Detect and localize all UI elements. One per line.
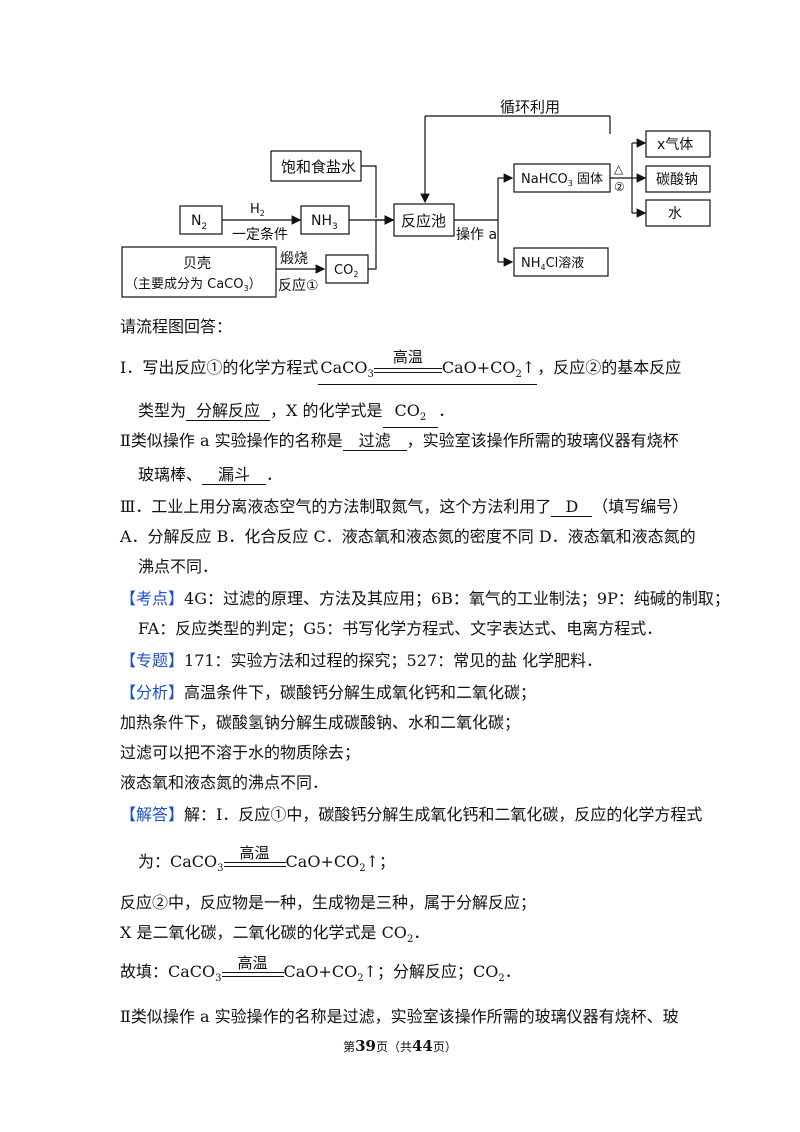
q2-answer: 过滤 (342, 432, 407, 451)
q3-answer: D (551, 498, 593, 517)
reactor-label: 反应池 (401, 212, 446, 230)
jieda-line-1: 【解答】解：Ⅰ．反应①中，碳酸钙分解生成氧化钙和二氧化碳，反应的化学方程式 (120, 805, 703, 824)
process-flowchart: 循环利用 饱和食盐水 N2 H2 一定条件 NH3 反应池 操作 a NaHCO… (121, 98, 711, 298)
q1b-answer-type: 分解反应 (186, 402, 271, 421)
q1b-answer-formula: CO2 (382, 402, 439, 429)
nahco3-label: NaHCO3 固体 (521, 172, 603, 188)
heat-symbol: △ (614, 162, 624, 176)
high-temp-equals-2: 高温 (223, 844, 286, 867)
options-line-1: A．分解反应 B．化合反应 C．液态氧和液态氮的密度不同 D．液态氧和液态氮的 (120, 527, 696, 546)
soda-box (645, 165, 711, 193)
high-temp-equals: 高温 (373, 348, 442, 373)
nh4cl-label: NH4Cl溶液 (521, 256, 584, 272)
brine-line (361, 165, 377, 218)
reactor-box (393, 203, 455, 237)
jieda-line-4: X 是二氧化碳，二氧化碳的化学式是 CO2． (120, 923, 430, 946)
shell-title: 贝壳 (183, 255, 211, 272)
xgas-label: x气体 (657, 137, 693, 153)
last-line: Ⅱ类似操作 a 实验操作的名称是过滤，实验室该操作所需的玻璃仪器有烧杯、玻 (120, 1007, 679, 1026)
question-2-line: Ⅱ类似操作 a 实验操作的名称是过滤，实验室该操作所需的玻璃仪器有烧杯 (120, 431, 679, 451)
options-line-2: 沸点不同． (138, 557, 219, 576)
co2-box (325, 254, 369, 284)
shell-box (121, 246, 277, 298)
jieda-line-3: 反应②中，反应物是一种，生成物是三种，属于分解反应； (120, 893, 537, 912)
zhuanti-tag: 【专题】 (120, 651, 185, 670)
nh3-label: NH3 (311, 213, 338, 232)
zhuanti-line: 【专题】171：实验方法和过程的探究；527：常见的盐 化学肥料． (120, 651, 603, 670)
co2-label: CO2 (334, 263, 358, 279)
prompt-line: 请流程图回答： (120, 317, 233, 336)
kaodian-line-2: FA：反应类型的判定；G5：书写化学方程式、文字表达式、电离方程式． (138, 619, 663, 638)
brine-label: 饱和食盐水 (281, 158, 356, 176)
question-2b-line: 玻璃棒、漏斗． (138, 465, 283, 485)
h2-label: H2 (250, 202, 265, 218)
current-page-number: 39 (355, 1037, 376, 1055)
kaodian-line-1: 【考点】4G：过滤的原理、方法及其应用；6B：氧气的工业制法；9P：纯碱的制取； (120, 589, 730, 608)
page-footer: 第39页（共44页） (343, 1037, 457, 1055)
n2-box (179, 205, 223, 235)
soda-label: 碳酸钠 (656, 172, 698, 188)
calcine-label: 煅烧 (280, 251, 308, 267)
n2-label: N2 (191, 213, 207, 232)
nh3-box (300, 205, 350, 235)
total-page-number: 44 (412, 1037, 433, 1055)
fenxi-line-4: 液态氧和液态氮的沸点不同． (120, 773, 329, 792)
reaction2-label: ② (614, 180, 625, 194)
nh4cl-box (513, 247, 609, 277)
jieda-tag: 【解答】 (120, 805, 185, 824)
co2-line (368, 220, 377, 270)
xgas-box (645, 130, 711, 158)
fenxi-line-3: 过滤可以把不溶于水的物质除去； (120, 743, 361, 762)
reaction1-label: 反应① (278, 277, 319, 294)
shell-subtitle: （主要成分为 CaCO3） (125, 277, 262, 293)
water-label: 水 (668, 206, 682, 222)
fenxi-tag: 【分析】 (120, 683, 185, 702)
operation-a-label: 操作 a (456, 227, 497, 243)
q2b-answer: 漏斗 (202, 466, 267, 485)
brine-box (270, 150, 362, 182)
fenxi-line-2: 加热条件下，碳酸氢钠分解生成碳酸钠、水和二氧化碳； (120, 713, 521, 732)
condition-label: 一定条件 (232, 226, 288, 243)
kaodian-tag: 【考点】 (120, 589, 185, 608)
high-temp-equals-3: 高温 (221, 954, 284, 977)
water-box (645, 199, 711, 227)
fenxi-line-1: 【分析】高温条件下，碳酸钙分解生成氧化钙和二氧化碳； (120, 683, 537, 702)
recycle-label: 循环利用 (500, 98, 560, 116)
